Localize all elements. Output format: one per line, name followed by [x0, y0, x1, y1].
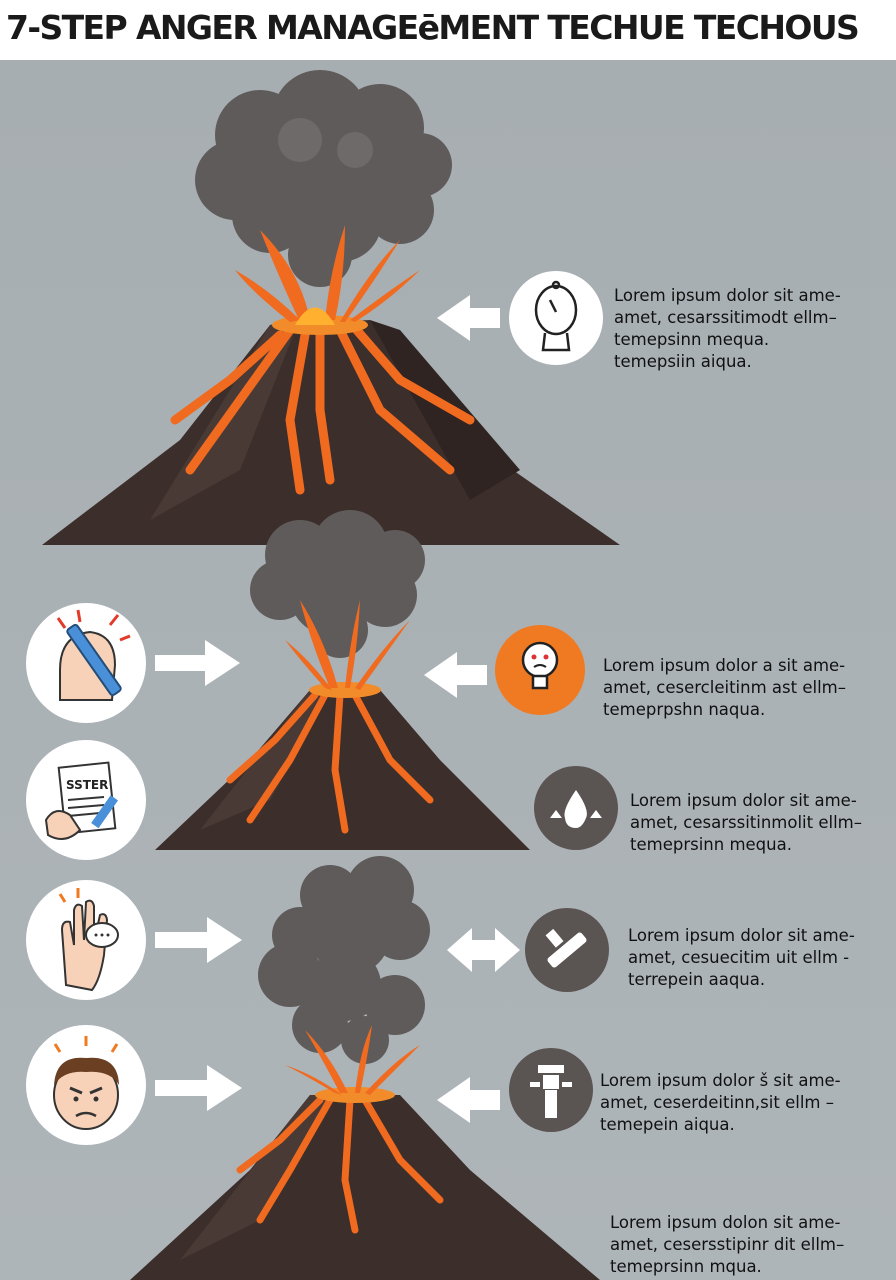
- mountain-3: [130, 1095, 600, 1280]
- volcano-1: [42, 70, 620, 545]
- icon-circle-document: SSTER: [26, 740, 146, 860]
- step-text-6: Lorem ipsum dolon sit ame- amet, ceserss…: [610, 1212, 844, 1278]
- icon-circle-tools: [525, 908, 609, 992]
- step-text-2: Lorem ipsum dolor a sit ame- amet, ceser…: [603, 655, 846, 721]
- head-icon: [534, 280, 578, 352]
- page-title: 7-STEP ANGER MANAGEēMENT TECHUE TECHOUS: [6, 8, 860, 47]
- lava-burst-1: [235, 225, 420, 322]
- arrow-right-2: [155, 917, 242, 963]
- lava-flows-3: [236, 1096, 444, 1234]
- icon-circle-drop: [534, 766, 618, 850]
- lava-flows-2: [226, 691, 434, 834]
- step-1-line-1: Lorem ipsum dolor sit ame-: [614, 286, 841, 305]
- volcano-3: [130, 856, 600, 1280]
- light-bulb-icon: [521, 641, 559, 690]
- step-2-line-3: temeprpshn naqua.: [603, 700, 766, 719]
- volcano-2: [155, 510, 530, 850]
- icon-circle-head: [509, 271, 603, 365]
- smoke-cloud-1: [195, 70, 452, 287]
- step-5-line-1: Lorem ipsum dolor š sit ame-: [600, 1071, 841, 1090]
- arrow-left-2: [424, 652, 487, 698]
- step-5-line-3: temepein aiqua.: [600, 1115, 735, 1134]
- icon-circle-angry: [26, 1025, 146, 1145]
- step-3-line-3: temeprsinn mequa.: [630, 835, 792, 854]
- step-3-line-1: Lorem ipsum dolor sit ame-: [630, 791, 857, 810]
- step-1-line-2: amet, cesarssitimodt ellm–: [614, 308, 837, 327]
- document-label: SSTER: [66, 778, 108, 792]
- lava-burst-3: [285, 1025, 420, 1095]
- raised-hand-speech-icon: [58, 888, 119, 992]
- smoke-cloud-2: [250, 510, 425, 658]
- icon-circle-robot: [509, 1048, 593, 1132]
- robot-icon: [530, 1065, 572, 1118]
- step-text-1: Lorem ipsum dolor sit ame- amet, cesarss…: [614, 285, 841, 373]
- water-drop-icon: [550, 790, 602, 828]
- step-text-4: Lorem ipsum dolor sit ame- amet, cesueci…: [628, 925, 855, 991]
- step-4-line-1: Lorem ipsum dolor sit ame-: [628, 926, 855, 945]
- step-text-5: Lorem ipsum dolor š sit ame- amet, ceser…: [600, 1070, 841, 1136]
- icon-circle-hand: [26, 880, 146, 1000]
- step-1-line-4: temepsiin aiqua.: [614, 352, 752, 371]
- step-5-line-2: amet, ceserdeitinn,sit ellm –: [600, 1093, 834, 1112]
- stressed-head-icon: [56, 609, 131, 701]
- arrows: [155, 295, 520, 1123]
- step-4-line-3: terrepein aaqua.: [628, 970, 766, 989]
- step-4-line-2: amet, cesuecitim uit ellm -: [628, 948, 850, 967]
- arrow-right-3: [155, 1065, 242, 1111]
- angry-face-icon: [53, 1036, 119, 1130]
- arrow-double: [447, 928, 520, 972]
- lava-flows-1: [170, 323, 475, 495]
- smoke-cloud-3: [258, 856, 430, 1064]
- arrow-left-3: [437, 1077, 500, 1123]
- step-3-line-2: amet, cesarssitinmolit ellm–: [630, 813, 862, 832]
- mountain-2: [155, 690, 530, 850]
- arrow-left-1: [437, 295, 500, 341]
- step-6-line-3: temeprsinn mqua.: [610, 1257, 762, 1276]
- tools-icon: [545, 928, 587, 968]
- lava-burst-2: [285, 600, 410, 690]
- icon-circle-stressed: [26, 603, 146, 723]
- arrow-right-1: [155, 640, 240, 686]
- step-1-line-3: temepsinn mequa.: [614, 330, 770, 349]
- icon-circle-bulb: [495, 625, 585, 715]
- step-6-line-1: Lorem ipsum dolon sit ame-: [610, 1213, 841, 1232]
- header-bar: 7-STEP ANGER MANAGEēMENT TECHUE TECHOUS: [0, 0, 896, 60]
- step-text-3: Lorem ipsum dolor sit ame- amet, cesarss…: [630, 790, 862, 856]
- step-2-line-1: Lorem ipsum dolor a sit ame-: [603, 656, 846, 675]
- step-6-line-2: amet, cesersstipinr dit ellm–: [610, 1235, 845, 1254]
- signing-document-icon: [44, 761, 119, 840]
- step-2-line-2: amet, cesercleitinm ast ellm–: [603, 678, 846, 697]
